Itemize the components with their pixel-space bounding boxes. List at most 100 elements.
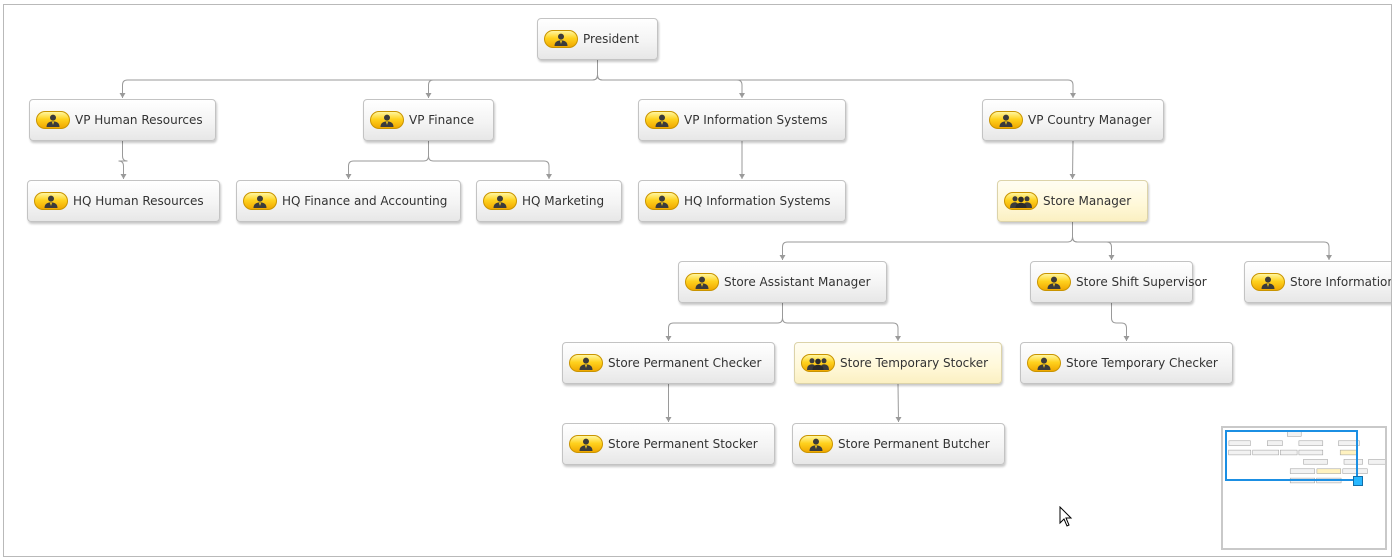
- node-label: Store Shift Supervisor: [1076, 275, 1207, 289]
- connector-vp-finance-to-hq-marketing: [428, 141, 550, 179]
- connector-layer: [118, 60, 1332, 423]
- node-hq-hr[interactable]: HQ Human Resources: [27, 180, 220, 222]
- node-vp-country[interactable]: VP Country Manager: [982, 99, 1164, 141]
- connector-store-manager-to-store-asst-manager: [782, 222, 1073, 260]
- connector-vp-country-to-store-manager: [1072, 140, 1074, 180]
- arrowhead: [1108, 255, 1115, 260]
- mouse-cursor-icon: [1059, 505, 1073, 532]
- group-icon: [1004, 192, 1038, 210]
- node-store-perm-butcher[interactable]: Store Permanent Butcher: [792, 423, 1005, 465]
- node-store-asst-manager[interactable]: Store Assistant Manager: [678, 261, 887, 303]
- arrowhead: [895, 336, 901, 341]
- person-icon: [569, 354, 603, 372]
- connector-store-manager-to-store-shift-supervisor: [1072, 222, 1112, 260]
- arrowhead: [739, 93, 745, 98]
- arrowhead: [120, 174, 127, 179]
- minimap-node: [1228, 440, 1251, 446]
- person-icon: [1027, 354, 1061, 372]
- connector-store-manager-to-store-information: [1072, 222, 1330, 260]
- node-vp-is[interactable]: VP Information Systems: [638, 99, 846, 141]
- arrowhead: [739, 174, 745, 179]
- connector-store-asst-manager-to-store-temp-stocker: [782, 303, 899, 341]
- person-icon: [645, 111, 679, 129]
- diagram-canvas[interactable]: President VP Human Resources VP Finance VP …: [3, 4, 1392, 557]
- node-label: Store Information: [1290, 275, 1392, 289]
- node-vp-hr[interactable]: VP Human Resources: [29, 99, 216, 141]
- node-label: Store Temporary Checker: [1066, 356, 1218, 370]
- arrowhead: [1070, 93, 1076, 98]
- arrowhead: [119, 93, 126, 98]
- person-icon: [483, 192, 517, 210]
- connector-president-to-vp-is: [597, 60, 743, 98]
- minimap-node: [1298, 440, 1324, 446]
- person-icon: [645, 192, 679, 210]
- person-icon: [989, 111, 1023, 129]
- node-store-perm-stocker[interactable]: Store Permanent Stocker: [562, 423, 775, 465]
- node-store-information[interactable]: Store Information: [1244, 261, 1392, 303]
- minimap-node: [1289, 468, 1315, 474]
- person-icon: [36, 111, 70, 129]
- minimap-node: [1338, 440, 1360, 446]
- arrowhead: [1069, 174, 1076, 179]
- arrowhead: [345, 174, 352, 179]
- connector-president-to-vp-country: [597, 60, 1074, 98]
- person-icon: [1037, 273, 1071, 291]
- node-hq-is[interactable]: HQ Information Systems: [638, 180, 846, 222]
- connector-president-to-vp-finance: [428, 60, 598, 98]
- connector-store-asst-manager-to-store-perm-checker: [668, 303, 783, 341]
- person-icon: [544, 30, 578, 48]
- connector-store-temp-stocker-to-store-perm-butcher: [897, 383, 899, 423]
- minimap-node: [1252, 449, 1279, 456]
- node-label: Store Permanent Butcher: [838, 437, 990, 451]
- connector-vp-finance-to-hq-finance: [348, 141, 429, 179]
- node-label: President: [583, 32, 639, 46]
- node-store-manager[interactable]: Store Manager: [997, 180, 1148, 222]
- connector-vp-hr-to-hq-hr: [118, 141, 128, 179]
- person-icon: [243, 192, 277, 210]
- node-label: Store Assistant Manager: [724, 275, 871, 289]
- node-label: Store Permanent Stocker: [608, 437, 758, 451]
- node-store-shift-supervisor[interactable]: Store Shift Supervisor: [1030, 261, 1207, 303]
- minimap-node: [1316, 468, 1342, 474]
- group-icon: [801, 354, 835, 372]
- minimap-node: [1303, 459, 1328, 465]
- arrowhead: [546, 174, 552, 179]
- person-icon: [799, 435, 833, 453]
- node-label: VP Country Manager: [1028, 113, 1152, 127]
- node-label: Store Temporary Stocker: [840, 356, 989, 370]
- node-label: HQ Human Resources: [73, 194, 204, 208]
- node-president[interactable]: President: [537, 18, 658, 60]
- node-hq-finance[interactable]: HQ Finance and Accounting: [236, 180, 461, 222]
- node-label: VP Human Resources: [75, 113, 203, 127]
- arrowhead: [665, 417, 672, 422]
- node-store-temp-checker[interactable]: Store Temporary Checker: [1020, 342, 1233, 384]
- arrowhead: [665, 336, 672, 341]
- minimap-viewport[interactable]: [1225, 430, 1358, 481]
- minimap-node: [1343, 459, 1363, 465]
- node-label: VP Finance: [409, 113, 475, 127]
- minimap-node: [1298, 449, 1324, 456]
- minimap-node: [1368, 459, 1389, 465]
- arrowhead: [425, 93, 432, 98]
- connector-president-to-vp-hr: [122, 60, 598, 98]
- node-store-perm-checker[interactable]: Store Permanent Checker: [562, 342, 775, 384]
- arrowhead: [1326, 255, 1332, 260]
- arrowhead: [779, 255, 786, 260]
- person-icon: [685, 273, 719, 291]
- node-hq-marketing[interactable]: HQ Marketing: [476, 180, 622, 222]
- node-label: HQ Marketing: [522, 194, 605, 208]
- minimap-node: [1342, 468, 1368, 474]
- node-label: Store Manager: [1043, 194, 1132, 208]
- minimap[interactable]: [1221, 426, 1389, 550]
- person-icon: [1251, 273, 1285, 291]
- person-icon: [370, 111, 404, 129]
- person-icon: [569, 435, 603, 453]
- minimap-resize-handle[interactable]: [1353, 476, 1363, 486]
- arrowhead: [1123, 336, 1130, 341]
- node-label: Store Permanent Checker: [608, 356, 762, 370]
- minimap-node: [1280, 449, 1298, 456]
- person-icon: [34, 192, 68, 210]
- node-vp-finance[interactable]: VP Finance: [363, 99, 494, 141]
- minimap-node: [1228, 449, 1252, 456]
- node-store-temp-stocker[interactable]: Store Temporary Stocker: [794, 342, 1002, 384]
